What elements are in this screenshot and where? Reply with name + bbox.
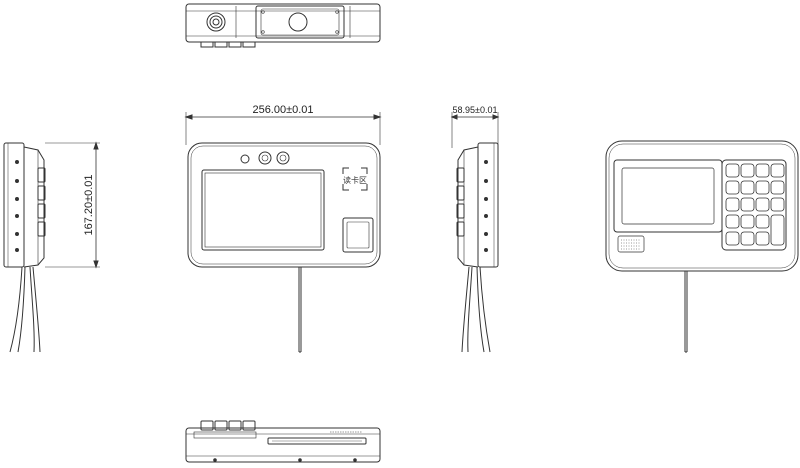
width-dimension-label: 256.00±0.01 [252, 104, 313, 116]
fingerprint-sensor [342, 217, 374, 253]
width-dimension: 256.00±0.01 [184, 104, 382, 145]
speaker-grille [617, 235, 645, 253]
right-side-view [456, 142, 499, 353]
height-dimension: 167.20±0.01 [45, 141, 100, 269]
display-screen [201, 169, 325, 251]
depth-dimension: 58.95±0.01 [450, 105, 500, 148]
rear-keypad-view [605, 140, 799, 353]
camera-icon [240, 151, 290, 165]
front-view: 读卡区 [187, 142, 381, 353]
bottom-view [185, 420, 381, 463]
depth-dimension-label: 58.95±0.01 [453, 105, 498, 115]
keypad [725, 163, 785, 246]
round-connector-icon [206, 12, 226, 32]
top-view [185, 3, 381, 48]
height-dimension-label: 167.20±0.01 [83, 174, 95, 235]
left-side-view [3, 142, 46, 353]
card-area-label: 读卡区 [343, 175, 367, 185]
card-slot [267, 437, 367, 445]
card-reader-area: 读卡区 [342, 167, 368, 191]
